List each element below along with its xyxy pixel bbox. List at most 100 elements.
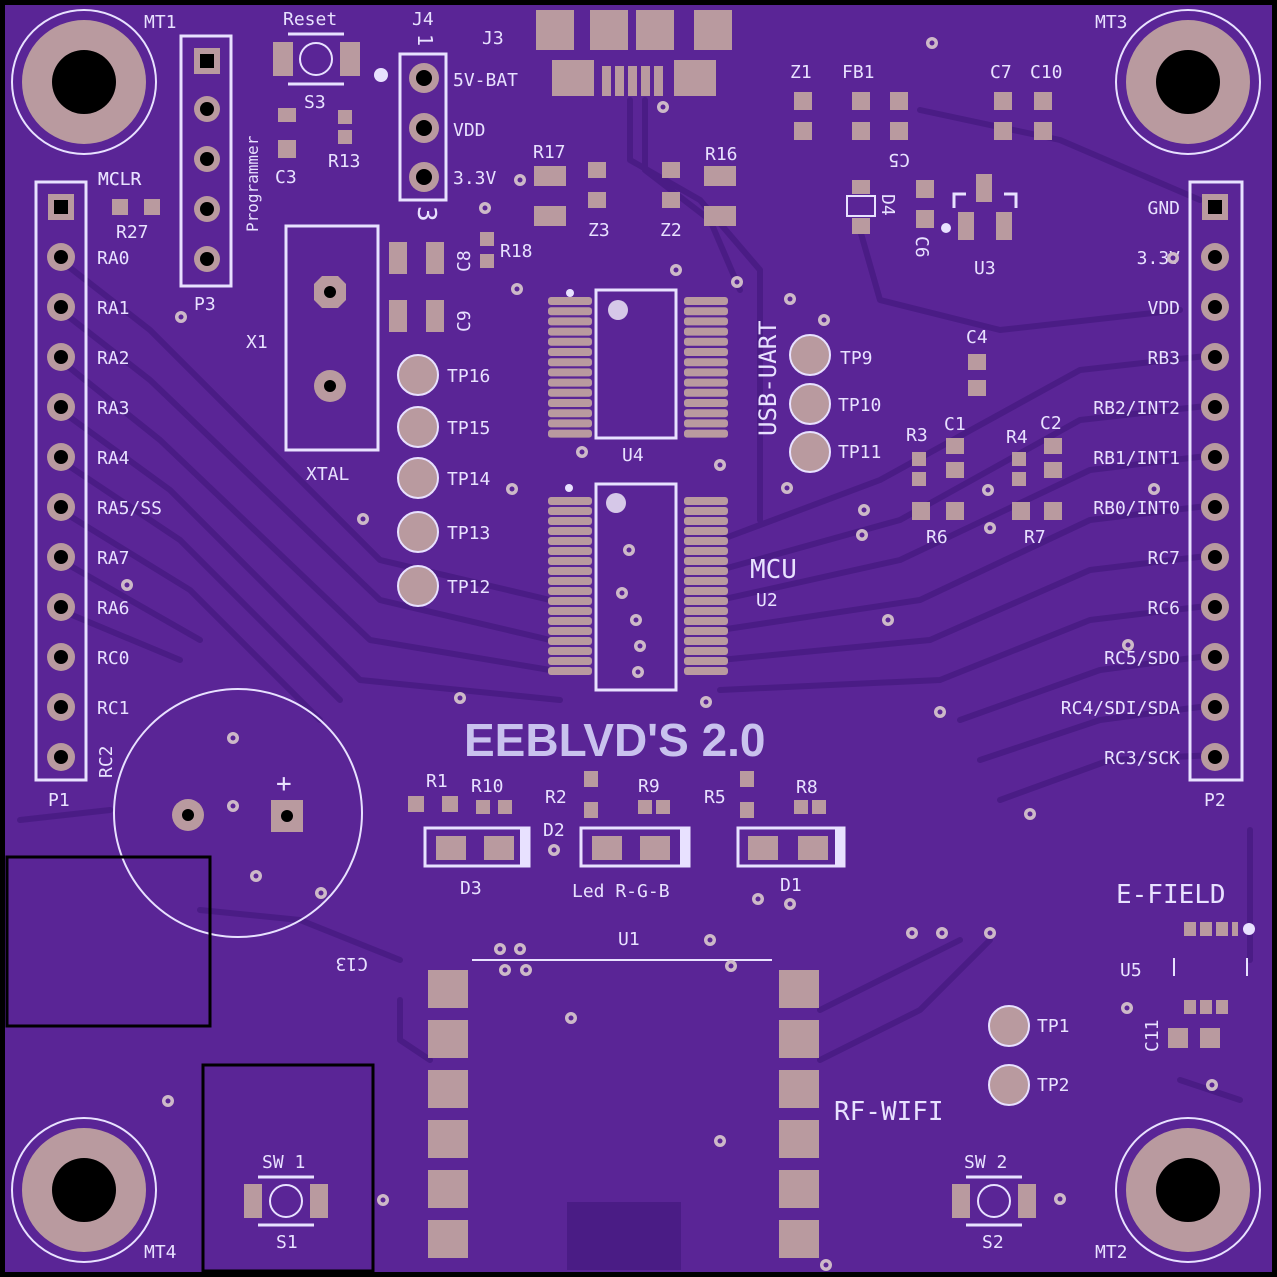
via-hole (987, 930, 993, 936)
header-p2-pin-hole (1208, 300, 1222, 314)
label-p2-pin: RC4/SDI/SDA (1061, 698, 1180, 719)
label-s1: S1 (276, 1232, 298, 1253)
courtyard-s1 (201, 1063, 375, 1273)
ic-pin (548, 527, 592, 535)
res-r17 (534, 166, 566, 226)
diode-z2 (662, 162, 680, 208)
module-u1-pad (779, 1020, 819, 1058)
label-tp14: TP14 (447, 469, 490, 490)
via-hole (861, 507, 867, 513)
res-r7 (1012, 502, 1062, 520)
cap-c6 (916, 180, 934, 228)
regulator-u3 (941, 174, 1018, 240)
label-sw1: SW 1 (262, 1152, 305, 1173)
via-hole (1170, 255, 1176, 261)
cap-c11 (1168, 1028, 1220, 1048)
label-p1: P1 (48, 790, 70, 811)
cap-c4 (968, 354, 986, 396)
label-c11: C11 (1142, 1019, 1163, 1052)
via-hole (497, 946, 503, 952)
ic-pin (548, 497, 592, 505)
ic-pin (684, 537, 728, 545)
label-c8: C8 (454, 250, 475, 272)
label-mt1: MT1 (144, 12, 177, 33)
label-r8: R8 (796, 777, 818, 798)
via-hole (673, 267, 679, 273)
ic-pin (684, 378, 728, 387)
header-p2-pin-hole (1208, 650, 1222, 664)
via-hole (360, 516, 366, 522)
led-d2 (579, 826, 691, 868)
ic-pin (684, 547, 728, 555)
ic-pin (548, 378, 592, 387)
ic-pin (684, 388, 728, 397)
label-r4: R4 (1006, 427, 1028, 448)
ic-pin (548, 337, 592, 346)
label-z3: Z3 (588, 220, 610, 241)
header-p1-pin-hole (54, 250, 68, 264)
module-u1-pad (428, 970, 468, 1008)
res-r8 (794, 800, 826, 814)
res-r2 (584, 771, 598, 818)
ic-pin (684, 587, 728, 595)
via-hole (230, 803, 236, 809)
ic-pin (684, 337, 728, 346)
via-hole (230, 735, 236, 741)
via-hole (937, 709, 943, 715)
ic-pin (684, 617, 728, 625)
module-u1-pads (428, 970, 819, 1258)
via-hole (885, 617, 891, 623)
label-z2: Z2 (660, 220, 682, 241)
cap-c13-outline (113, 688, 363, 938)
ic-pin (684, 507, 728, 515)
via-hole (619, 590, 625, 596)
label-tp13: TP13 (447, 523, 490, 544)
cap-c13-hole-pos (281, 810, 293, 822)
label-r5: R5 (704, 787, 726, 808)
label-mt2: MT2 (1095, 1242, 1128, 1263)
label-r13: R13 (328, 151, 361, 172)
res-r4 (1012, 452, 1026, 486)
label-x1: X1 (246, 332, 268, 353)
via-hole (635, 669, 641, 675)
via-hole (626, 547, 632, 553)
ic-pin (684, 527, 728, 535)
res-r27 (112, 199, 160, 215)
test-point-tp10 (789, 383, 831, 425)
label-d2: D2 (543, 820, 565, 841)
label-p2-pin: GND (1147, 198, 1180, 219)
mounting-hole-mt3 (1115, 9, 1261, 155)
via-hole (734, 279, 740, 285)
module-u1-pad (428, 1070, 468, 1108)
via-hole (987, 525, 993, 531)
j4-pin1-dot (374, 68, 388, 82)
label-p1-pin: RA4 (97, 448, 130, 469)
header-p1-pin-hole (54, 500, 68, 514)
via-hole (821, 317, 827, 323)
ic-pin (548, 667, 592, 675)
label-reset: Reset (283, 9, 337, 30)
via-hole (1057, 1196, 1063, 1202)
module-u1-center-pad (567, 1202, 681, 1270)
label-u3: U3 (974, 258, 996, 279)
ic-pin (684, 627, 728, 635)
header-p2-pin-1-hole (1208, 200, 1222, 214)
cap-c1 (946, 438, 964, 478)
label-d3: D3 (460, 878, 482, 899)
label-p2-pin: RB3 (1147, 348, 1180, 369)
header-p2-pin-hole (1208, 700, 1222, 714)
header-p2-pin-hole (1208, 250, 1222, 264)
header-p1-pin-hole (54, 450, 68, 464)
header-p3-pin-1-hole (200, 54, 214, 68)
ic-pin (548, 507, 592, 515)
label-tp9: TP9 (840, 348, 873, 369)
switch-s1 (244, 1175, 328, 1227)
label-p1-rc2: RC2 (96, 745, 117, 778)
via-hole (784, 485, 790, 491)
via-hole (509, 486, 515, 492)
label-p1-pin: RA1 (97, 298, 130, 319)
label-p1-pin: RC0 (97, 648, 130, 669)
label-p2-pin: RC7 (1147, 548, 1180, 569)
